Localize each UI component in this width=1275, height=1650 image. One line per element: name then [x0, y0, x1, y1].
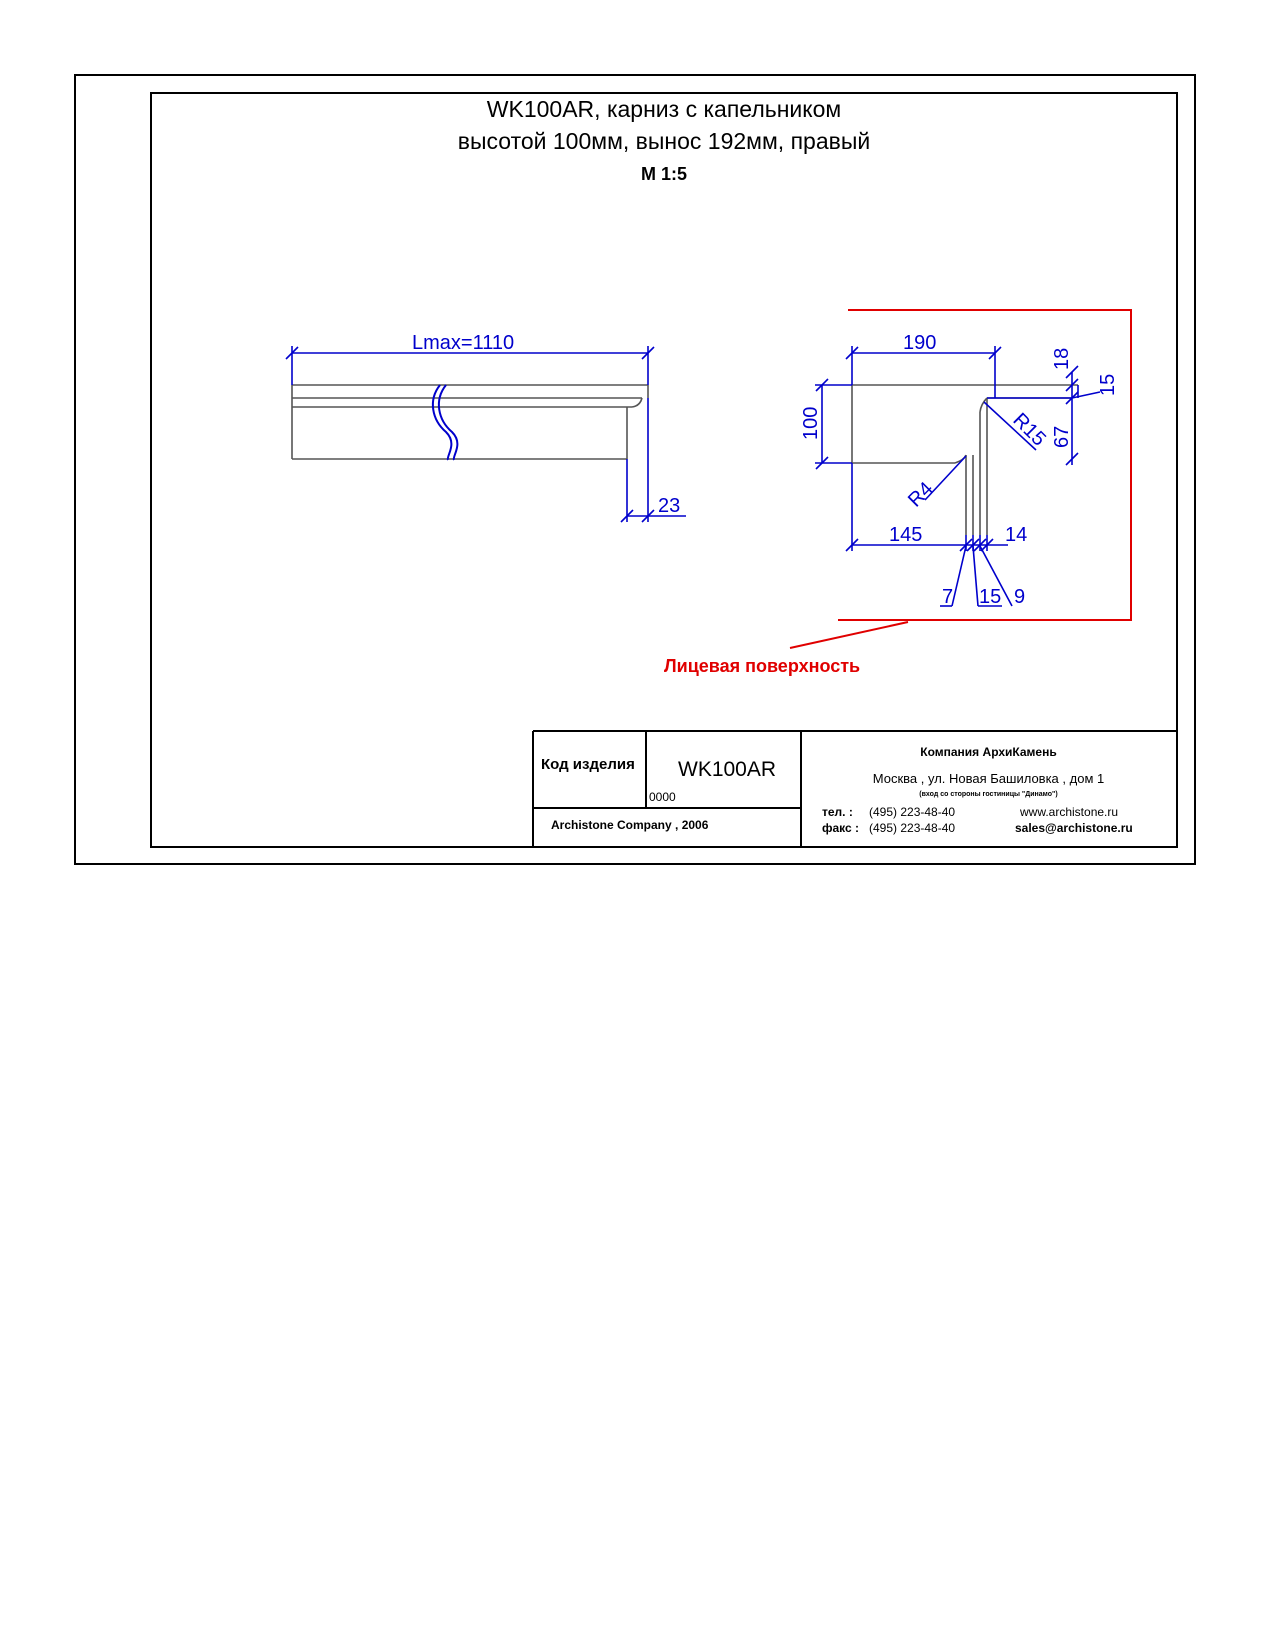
company-year: Archistone Company , 2006 [551, 818, 709, 832]
dimension-23-label: 23 [658, 495, 680, 517]
face-surface-line [789, 309, 1132, 649]
dimension-145-label: 145 [889, 524, 922, 546]
company-address: Москва , ул. Новая Башиловка , дом 1 [872, 771, 1105, 786]
elevation-view [285, 346, 686, 523]
section-view [789, 309, 1132, 649]
lmax-dimension [285, 346, 655, 385]
drawing-scale: М 1:5 [640, 164, 687, 184]
dimension-15-bottom-label: 15 [979, 586, 1001, 608]
title-block [532, 730, 1176, 846]
company-name: Компания АрхиКамень [920, 745, 1057, 759]
drawing-title-line1: WK100AR, карниз с капельником [486, 96, 842, 122]
website-link[interactable]: www.archistone.ru [1020, 805, 1119, 819]
drawing-frame [150, 92, 1178, 848]
dimension-67-label: 67 [1051, 426, 1073, 448]
dimension-100-label: 100 [800, 407, 822, 440]
face-surface-label: Лицевая поверхность [664, 656, 860, 676]
fax-number: (495) 223-48-40 [869, 821, 956, 835]
outer-frame [74, 74, 1196, 865]
product-code-sub: 0000 [649, 790, 676, 804]
dimension-14-label: 14 [1005, 524, 1027, 546]
radius-r4-label: R4 [904, 478, 938, 512]
dimension-9-label: 9 [1014, 586, 1025, 608]
tel-label: тел. : [822, 805, 853, 819]
dimension-lmax: Lmax=1110 [412, 332, 514, 354]
section-outline [851, 384, 1078, 535]
product-code-value: WK100AR [678, 758, 777, 781]
dimension-15-right-label: 15 [1097, 374, 1119, 396]
dimension-190-label: 190 [903, 332, 936, 354]
company-address-note: (вход со стороны гостиницы "Динамо") [919, 791, 1058, 798]
section-dimensions [815, 346, 1101, 607]
dimension-7-label: 7 [942, 586, 953, 608]
radius-r15-label: R15 [1008, 409, 1050, 451]
drawing-title-line2: высотой 100мм, вынос 192мм, правый [457, 128, 871, 154]
elevation-outline [291, 384, 649, 460]
break-lines [431, 384, 459, 461]
dimension-23 [620, 398, 686, 523]
email-link[interactable]: sales@archistone.ru [1015, 821, 1133, 835]
fax-label: факс : [822, 821, 860, 835]
tel-number: (495) 223-48-40 [869, 805, 956, 819]
product-code-label: Код изделия [541, 756, 635, 773]
dimension-18-label: 18 [1051, 348, 1073, 370]
